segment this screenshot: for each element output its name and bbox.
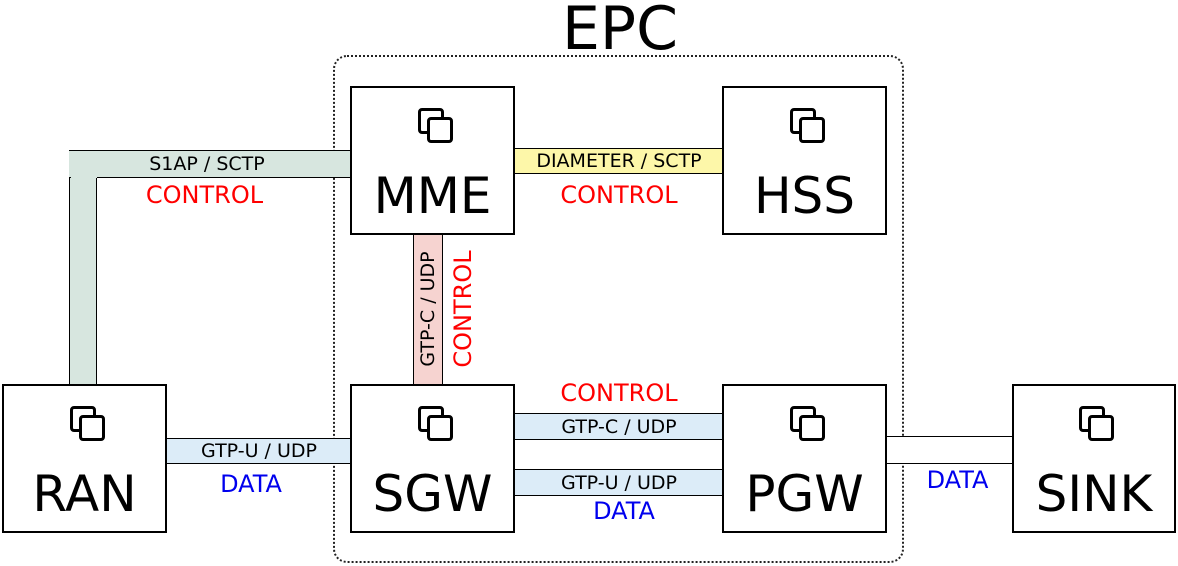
link-mme-sgw: GTP-C / UDP: [413, 232, 443, 385]
link-pgw-sink: [884, 436, 1014, 464]
node-hss-label: HSS: [753, 167, 856, 225]
node-hss: HSS: [722, 86, 887, 235]
link-ran-mme-vertical: [69, 150, 97, 386]
link-ran-mme-horizontal: [69, 150, 352, 178]
link-sgw-pgw-data-protocol: GTP-U / UDP: [561, 471, 677, 494]
link-ran-sgw-protocol: GTP-U / UDP: [201, 440, 317, 462]
link-ran-mme-protocol: S1AP / SCTP: [149, 153, 265, 175]
node-mme: MME: [350, 86, 515, 235]
node-sink-label: SINK: [1035, 465, 1153, 523]
link-ran-sgw: GTP-U / UDP: [166, 438, 352, 464]
link-mme-sgw-plane-wrap: CONTROL: [448, 240, 478, 378]
stacked-windows-icon: [69, 406, 105, 441]
link-mme-hss-protocol: DIAMETER / SCTP: [536, 150, 702, 172]
link-sgw-pgw-data: GTP-U / UDP: [514, 469, 724, 496]
link-mme-hss: DIAMETER / SCTP: [514, 148, 724, 174]
epc-boundary: [333, 55, 904, 563]
link-mme-sgw-plane: CONTROL: [449, 250, 477, 368]
link-sgw-pgw-data-plane: DATA: [593, 497, 655, 525]
node-sgw: SGW: [350, 384, 515, 533]
link-mme-hss-plane: CONTROL: [560, 181, 678, 209]
stacked-windows-icon: [417, 108, 453, 143]
link-ran-mme-plane: CONTROL: [145, 181, 264, 209]
stacked-windows-icon: [789, 406, 825, 441]
node-sgw-label: SGW: [372, 465, 493, 523]
stacked-windows-icon: [417, 406, 453, 441]
node-ran: RAN: [2, 384, 167, 533]
link-mme-sgw-protocol: GTP-C / UDP: [417, 250, 439, 367]
link-sgw-pgw-control: GTP-C / UDP: [514, 413, 724, 440]
epc-title: EPC: [562, 0, 678, 64]
link-ran-sgw-plane: DATA: [220, 470, 282, 498]
link-sgw-pgw-control-plane: CONTROL: [560, 379, 678, 407]
node-sink: SINK: [1012, 384, 1176, 533]
stacked-windows-icon: [789, 108, 825, 143]
stacked-windows-icon: [1079, 406, 1114, 441]
node-mme-label: MME: [373, 167, 492, 225]
link-pgw-sink-plane: DATA: [926, 466, 989, 494]
link-ran-mme-cover: [70, 151, 97, 178]
node-ran-label: RAN: [32, 465, 137, 523]
link-sgw-pgw-control-protocol: GTP-C / UDP: [561, 415, 677, 438]
node-pgw-label: PGW: [745, 465, 864, 523]
node-pgw: PGW: [722, 384, 887, 533]
